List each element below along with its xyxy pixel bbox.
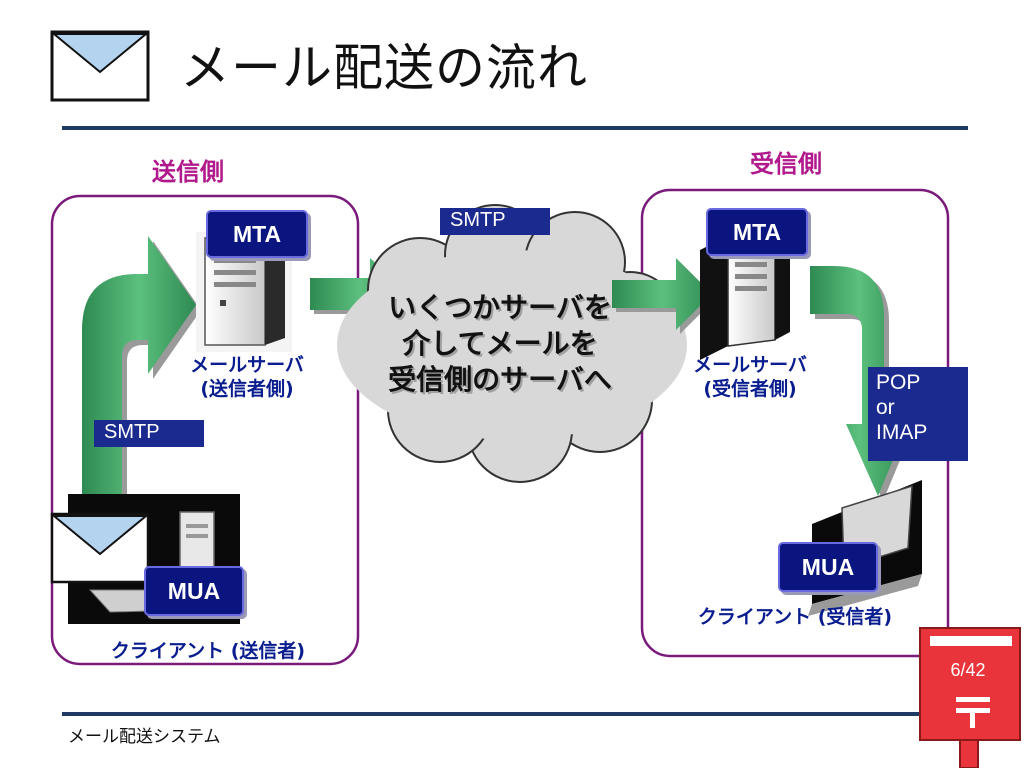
receiver-heading: 受信側	[750, 150, 822, 178]
receiver-server-icon	[700, 232, 790, 360]
pop-line-2: or	[876, 396, 895, 419]
sender-client-label: クライアント (送信者)	[110, 640, 306, 662]
cloud-text: いくつかサーバを 介してメールを 受信側のサーバへ	[340, 290, 660, 398]
arrow-from-cloud	[612, 258, 716, 334]
receiver-client-label: クライアント (受信者)	[697, 606, 893, 628]
cloud-line-1: いくつかサーバを	[388, 291, 612, 324]
footer-rule	[62, 712, 922, 716]
sender-panel	[50, 194, 360, 666]
postal-mark-icon	[956, 697, 990, 728]
receiver-mua-badge: MUA	[778, 542, 878, 592]
cloud-line-3: 受信側のサーバへ	[388, 363, 612, 396]
sender-smtp-label: SMTP	[94, 420, 204, 447]
receiver-mta-badge: MTA	[706, 208, 808, 256]
sender-mua-badge: MUA	[144, 566, 244, 616]
footer-text: メール配送システム	[68, 727, 221, 747]
sender-heading: 送信側	[152, 158, 224, 186]
network-smtp-label: SMTP	[440, 208, 550, 235]
sender-mta-badge: MTA	[206, 210, 308, 258]
sender-server-label: メールサーバ	[190, 354, 304, 376]
pop-imap-label: POP or IMAP	[868, 367, 968, 461]
pop-line-1: POP	[876, 371, 921, 394]
sender-envelope-icon	[50, 512, 150, 584]
receiver-server-sublabel: (受信者側)	[703, 378, 797, 400]
page-number: 6/42	[950, 660, 986, 680]
title-envelope-icon	[50, 30, 150, 102]
pop-line-3: IMAP	[876, 421, 928, 444]
slide-title: メール配送の流れ	[180, 39, 588, 97]
cloud-line-2: 介してメールを	[402, 327, 598, 360]
sender-smtp-arrow	[82, 236, 201, 525]
receiver-server-label: メールサーバ	[693, 354, 807, 376]
sender-server-sublabel: (送信者側)	[200, 378, 294, 400]
header-rule	[62, 126, 968, 130]
